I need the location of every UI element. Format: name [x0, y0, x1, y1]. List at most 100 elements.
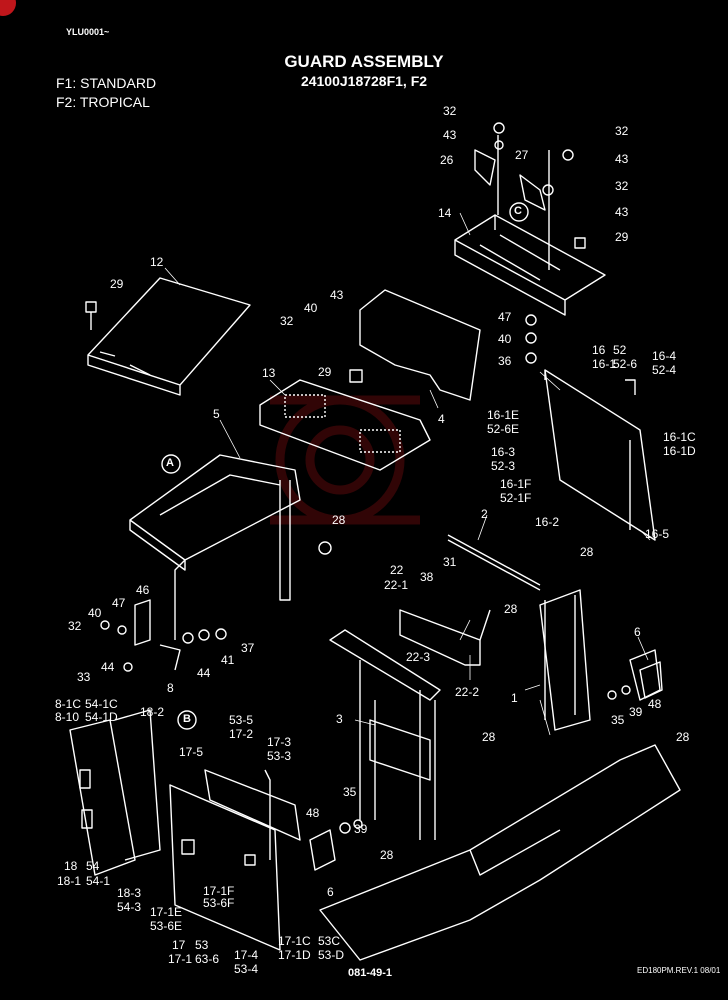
part-label: 12	[150, 255, 164, 269]
part-label: 16-3	[491, 445, 516, 459]
part-label: 52-1F	[500, 491, 532, 505]
part-label: 53-6E	[150, 919, 183, 933]
part-12-plate	[87, 277, 251, 396]
part-label: 43	[330, 288, 344, 302]
part-label: 40	[304, 301, 318, 315]
part-label: 27	[515, 148, 529, 162]
part-label: 52-4	[652, 363, 677, 377]
callout-c: C	[514, 205, 522, 217]
part-label: 35	[343, 785, 357, 799]
part-label: 16-1E	[487, 408, 520, 422]
part-label: 16-1F	[500, 477, 532, 491]
part-label: 18-2	[140, 705, 165, 719]
part-16-side-panel	[544, 369, 656, 541]
part-label: 28	[332, 513, 346, 527]
part-label: 47	[112, 596, 126, 610]
part-label: 52	[613, 343, 627, 357]
part-label: 53-D	[318, 948, 345, 962]
part-label: 53-5	[229, 713, 254, 727]
part-label: 29	[110, 277, 124, 291]
callout-a: A	[166, 457, 174, 469]
drawing-number: 081-49-1	[348, 967, 393, 979]
part-label: 53-6F	[203, 896, 235, 910]
part-label: 33	[77, 670, 91, 684]
part-label: 28	[380, 848, 394, 862]
part-label: 53-3	[267, 749, 292, 763]
part-label: 16-4	[652, 349, 677, 363]
part-4-panel	[359, 289, 481, 401]
part-label: 1	[511, 691, 518, 705]
part-label: 8	[167, 681, 174, 695]
leader-lines	[164, 212, 651, 736]
part-label: 35	[611, 713, 625, 727]
callout-b: B	[183, 713, 191, 725]
part-label: 22-3	[406, 650, 431, 664]
revision-note: ED180PM.REV.1 08/01	[637, 966, 721, 975]
part-label: 16-1C	[663, 430, 696, 444]
part-18-left-panel	[69, 719, 136, 876]
part-label: 14	[438, 206, 452, 220]
part-label: 8-1C	[55, 697, 82, 711]
part-label: 52-6E	[487, 422, 520, 436]
part-label: 2	[481, 507, 488, 521]
part-label: 39	[354, 822, 368, 836]
part-label: 47	[498, 310, 512, 324]
part-label: 17-1	[168, 952, 193, 966]
part-label: 32	[615, 179, 629, 193]
part-label: 6	[634, 625, 641, 639]
part-label: 3	[336, 712, 343, 726]
part-22-bracket	[399, 609, 481, 666]
drawing-code: YLU0001~	[66, 27, 110, 37]
part-label: 38	[420, 570, 434, 584]
part-label: 52-3	[491, 459, 516, 473]
corner-logo-mark	[0, 0, 16, 16]
bolt-29-center	[349, 369, 363, 383]
page-title: GUARD ASSEMBLY	[284, 52, 444, 71]
part-numbers: 24100J18728F1, F2	[300, 73, 428, 89]
part-label: 8-10	[55, 710, 80, 724]
part-label: 54-1D	[85, 710, 118, 724]
part-label: 22-1	[384, 578, 409, 592]
legend-f1: F1: STANDARD	[56, 75, 157, 91]
part-label: 32	[615, 124, 629, 138]
part-label: 22	[390, 563, 404, 577]
part-label: 17-1C	[278, 934, 311, 948]
part-label: 17-1E	[150, 905, 183, 919]
part-label: 36	[498, 354, 512, 368]
part-label: 17-1F	[203, 884, 235, 898]
part-label: 32	[68, 619, 82, 633]
part-label: 31	[443, 555, 457, 569]
watermark-logo	[270, 395, 420, 525]
part-label: 43	[615, 152, 629, 166]
part-label: 5	[213, 407, 220, 421]
part-label: 54-1C	[85, 697, 118, 711]
part-label: 29	[318, 365, 332, 379]
part-label: 18-1	[57, 874, 82, 888]
part-label: 17-1D	[278, 948, 311, 962]
part-5-frame	[129, 454, 301, 571]
part-3-frame	[329, 629, 441, 701]
part-label: 28	[676, 730, 690, 744]
part-label: 63-6	[195, 952, 220, 966]
part-label: 32	[280, 314, 294, 328]
part-label: 17	[172, 938, 186, 952]
latch-27	[519, 174, 546, 211]
part-label: 16	[592, 343, 606, 357]
callout-c-circle	[509, 202, 529, 222]
part-14-frame	[454, 214, 606, 316]
part-label: 16-2	[535, 515, 560, 529]
callout-a-circle	[161, 454, 181, 474]
part-label: 44	[197, 666, 211, 680]
part-label: 54-1	[86, 874, 111, 888]
part-label: 43	[443, 128, 457, 142]
part-2-rod	[447, 534, 541, 591]
part-label: 43	[615, 205, 629, 219]
part-label: 16-5	[645, 527, 670, 541]
part-label: 6	[327, 885, 334, 899]
part-17-panel	[169, 784, 281, 951]
part-label: 13	[262, 366, 276, 380]
part-label: 17-4	[234, 948, 259, 962]
part-1-right-frame	[539, 589, 591, 731]
legend-f2: F2: TROPICAL	[56, 94, 150, 110]
